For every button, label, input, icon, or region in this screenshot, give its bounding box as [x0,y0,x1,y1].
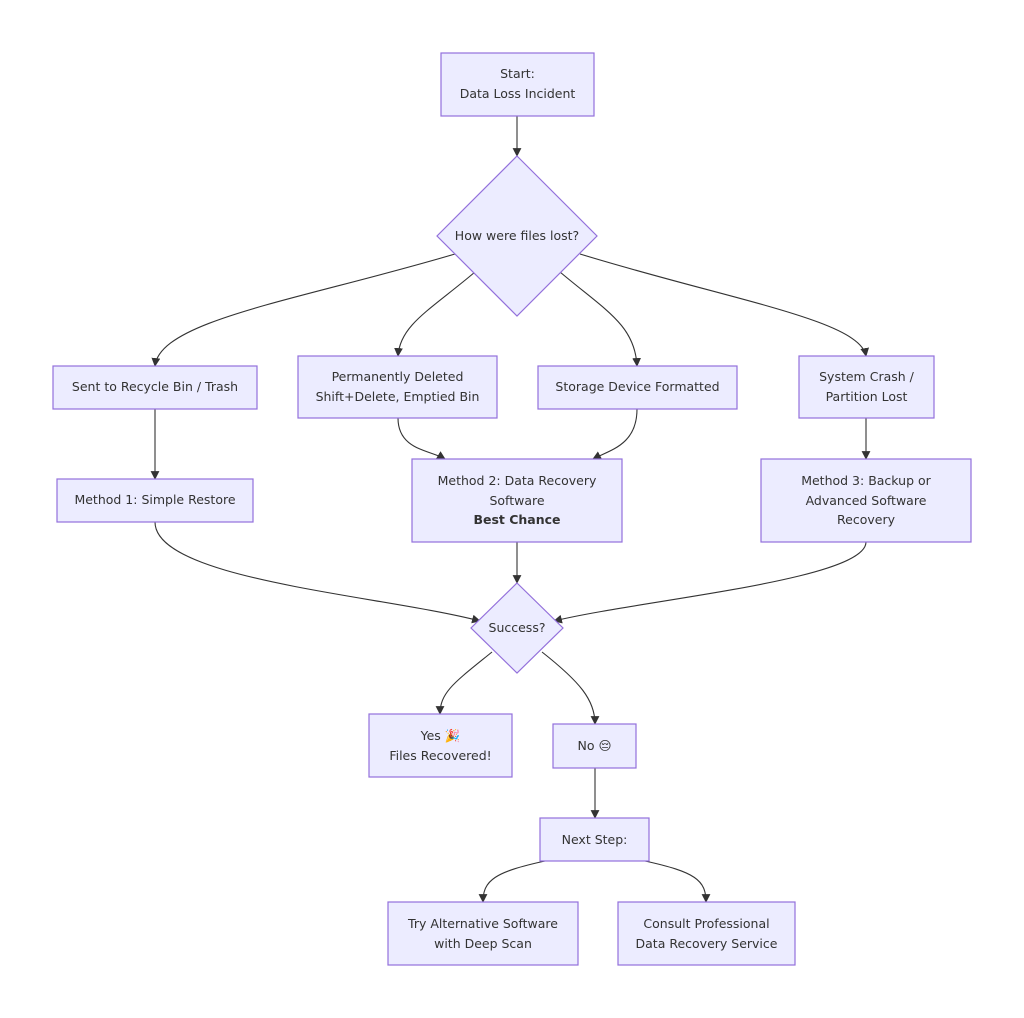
node-crash-line-1: System Crash / [819,369,915,384]
node-consult: Consult Professional Data Recovery Servi… [617,901,796,966]
node-recycle-line-1: Sent to Recycle Bin / Trash [72,379,238,394]
edge-how-lost-to-crash [579,253,870,357]
node-try-alt: Try Alternative Software with Deep Scan [387,901,579,966]
edge-method1-to-success [154,521,481,624]
node-yes-line-2: Files Recovered! [389,748,491,763]
node-try-alt-line-2: with Deep Scan [434,936,532,951]
node-method2-line-1: Method 2: Data Recovery [438,473,597,488]
node-method2-line-2: Software [489,493,544,508]
edge-success-to-yes [435,651,493,715]
node-perm-deleted-line-2: Shift+Delete, Emptied Bin [316,389,480,404]
node-no: No 😔 [552,723,637,769]
edges [150,116,871,903]
node-formatted-line-1: Storage Device Formatted [555,379,719,394]
node-start-line-2: Data Loss Incident [460,86,576,101]
node-success-line-1: Success? [489,620,546,635]
node-method2-line-3: Best Chance [473,512,560,527]
node-success: Success? [470,582,564,674]
node-next-step: Next Step: [539,817,650,862]
edge-method3-to-success [553,541,867,624]
node-consult-line-2: Data Recovery Service [636,936,778,951]
node-perm-deleted: Permanently Deleted Shift+Delete, Emptie… [297,355,498,419]
node-start: Start: Data Loss Incident [440,52,595,117]
node-method3: Method 3: Backup or Advanced Software Re… [760,458,972,543]
node-method3-line-1: Method 3: Backup or [801,473,931,488]
node-yes-line-1: Yes 🎉 [420,728,461,744]
edge-formatted-to-method2 [592,408,638,460]
edge-perm-deleted-to-method2 [397,417,446,460]
edge-how-lost-to-perm-deleted [394,271,476,357]
node-method1-line-1: Method 1: Simple Restore [74,492,235,507]
node-how-lost: How were files lost? [436,155,598,317]
edge-success-to-no [541,651,600,725]
node-yes: Yes 🎉 Files Recovered! [368,713,513,778]
node-how-lost-line-1: How were files lost? [455,228,579,243]
node-recycle: Sent to Recycle Bin / Trash [52,365,258,410]
edge-next-step-to-try-alt [478,860,546,903]
node-perm-deleted-line-1: Permanently Deleted [332,369,464,384]
node-try-alt-line-1: Try Alternative Software [407,916,558,931]
edge-how-lost-to-formatted [559,271,642,367]
node-next-step-line-1: Next Step: [562,832,628,847]
node-method2: Method 2: Data Recovery Software Best Ch… [411,458,623,543]
edge-next-step-to-consult [644,860,711,903]
node-start-line-1: Start: [500,66,535,81]
node-consult-line-1: Consult Professional [643,916,769,931]
node-crash: System Crash / Partition Lost [798,355,935,419]
node-method3-line-2: Advanced Software [806,493,927,508]
node-method3-line-3: Recovery [837,512,896,527]
node-formatted: Storage Device Formatted [537,365,738,410]
node-no-line-1: No 😔 [577,738,611,753]
edge-how-lost-to-recycle [151,253,456,367]
node-method1: Method 1: Simple Restore [56,478,254,523]
node-crash-line-2: Partition Lost [826,389,908,404]
